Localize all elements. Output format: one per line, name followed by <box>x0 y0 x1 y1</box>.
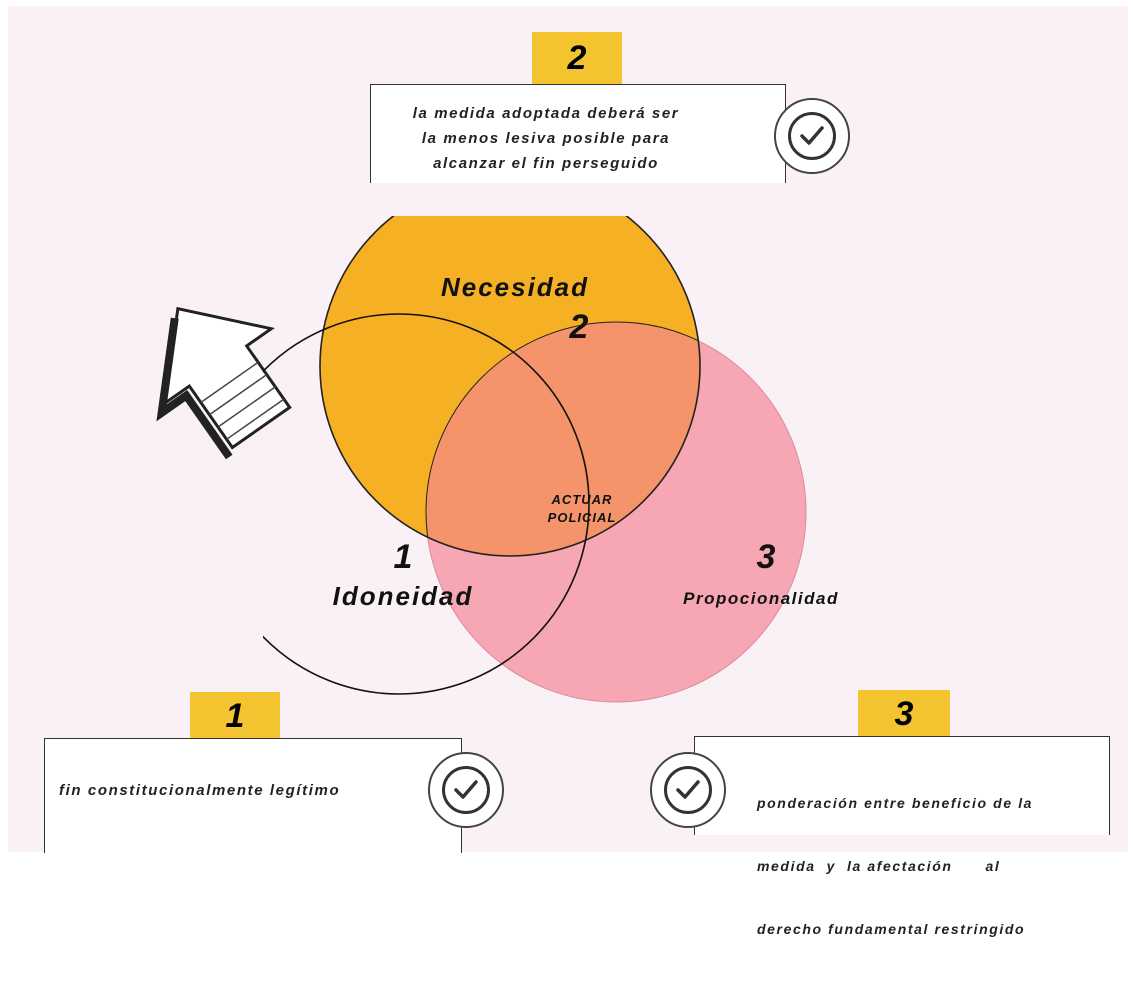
venn-diagram: Necesidad 2 ACTUAR POLICIAL 1 Idoneidad … <box>263 216 839 703</box>
criterion-3-number-tag: 3 <box>858 690 950 738</box>
center-label-line: POLICIAL <box>548 510 617 525</box>
criterion-1-number: 1 <box>225 697 245 735</box>
idoneidad-label: Idoneidad <box>333 581 474 611</box>
proporcionalidad-label: Propocionalidad <box>683 589 839 608</box>
criterion-2-description-line: la medida adoptada deberá ser <box>412 105 680 122</box>
check-icon <box>454 780 478 799</box>
overlap-necesidad-proporcionalidad <box>426 322 700 556</box>
proporcionalidad-number: 3 <box>757 538 776 576</box>
arrow-sketch-icon <box>156 306 292 460</box>
criterion-3-check-badge <box>650 752 726 828</box>
criterion-3-description-line: derecho fundamental restringido <box>757 921 1026 937</box>
criterion-2-description-line: la menos lesiva posible para <box>421 130 671 147</box>
criterion-1-description-box: fin constitucionalmente legítimo <box>44 738 462 853</box>
check-icon <box>800 126 824 145</box>
criterion-3-description-line: ponderación entre beneficio de la <box>757 795 1034 811</box>
criterion-3-number: 3 <box>894 695 914 733</box>
criterion-2-description-line: alcanzar el fin perseguido <box>433 155 659 172</box>
criterion-3-description-box: ponderación entre beneficio de la medida… <box>694 736 1110 937</box>
infographic-canvas: 2 la medida adoptada deberá ser la menos… <box>8 6 1128 937</box>
criterion-2-check-badge <box>774 98 850 174</box>
criterion-2-description-box: la medida adoptada deberá ser la menos l… <box>370 84 786 183</box>
necesidad-label: Necesidad <box>441 272 589 302</box>
criterion-2-number-tag: 2 <box>532 32 622 84</box>
center-label-line: ACTUAR <box>551 492 613 507</box>
criterion-1-check-badge <box>428 752 504 828</box>
idoneidad-number: 1 <box>394 538 413 576</box>
criterion-3-description-line: medida y la afectación al <box>757 858 1001 874</box>
criterion-1-description: fin constitucionalmente legítimo <box>59 782 341 799</box>
circle-idoneidad <box>263 313 590 695</box>
check-icon <box>676 780 700 799</box>
criterion-2-number: 2 <box>567 39 587 77</box>
criterion-1-number-tag: 1 <box>190 692 280 740</box>
necesidad-number: 2 <box>569 308 589 346</box>
